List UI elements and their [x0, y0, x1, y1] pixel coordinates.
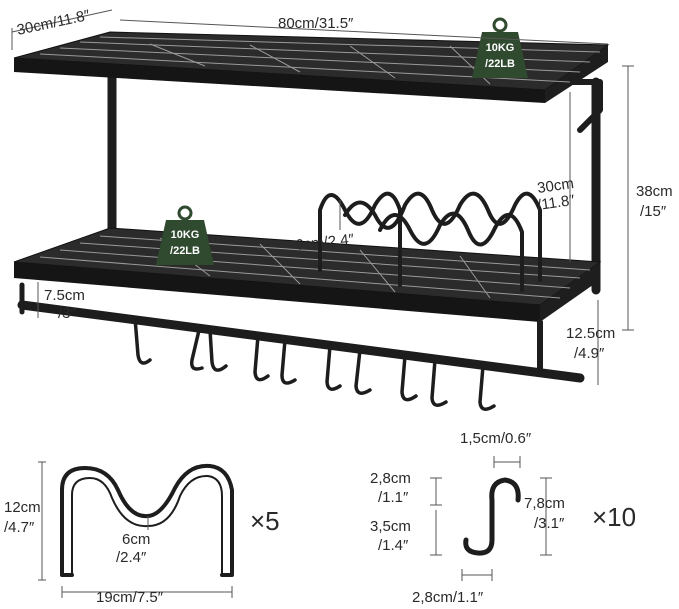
tier-gap-cm: 30cm — [536, 175, 575, 197]
rail-gap-in: /3″ — [58, 305, 77, 322]
rack — [13, 31, 610, 411]
bottom-badge-line2: /22LB — [170, 245, 200, 257]
rack-hooks — [133, 316, 496, 411]
lid-height-in: /4.7″ — [4, 519, 35, 536]
hook-lower-height-cm: 3,5cm — [370, 518, 411, 535]
lid-height-cm: 12cm — [4, 499, 41, 516]
lid-slot-cm: 6cm — [122, 531, 150, 548]
lid-quantity: ×5 — [250, 506, 280, 536]
hook-lower-height-in: /1.4″ — [378, 537, 409, 554]
hook-total-height-cm: 7,8cm — [524, 495, 565, 512]
bottom-badge-line1: 10KG — [171, 229, 200, 241]
depth-label: 30cm/11.8″ — [15, 7, 92, 39]
total-height-in: /15″ — [640, 203, 667, 220]
total-height-cm: 38cm — [636, 183, 673, 200]
top-weight-badge: 10KG /22LB — [472, 17, 528, 78]
plate-slot-label: 6cm/2.4″ — [295, 231, 356, 254]
rail-drop-cm: 12.5cm — [566, 325, 615, 342]
lid-holder: 12cm /4.7″ 6cm /2.4″ 19cm/7.5″ ×5 — [4, 461, 280, 606]
width-label: 80cm/31.5″ — [278, 15, 354, 32]
tier-gap-in: /11.8″ — [536, 192, 576, 214]
hanging-rail — [17, 282, 585, 383]
bottom-weight-badge: 10KG /22LB — [156, 205, 214, 265]
hook-quantity: ×10 — [592, 502, 636, 532]
s-hook: 1,5cm/0.6″ 2,8cm /1.1″ 3,5cm /1.4″ 7,8cm… — [370, 430, 636, 606]
top-badge-line1: 10KG — [486, 42, 515, 54]
plate-rack — [318, 191, 542, 292]
rail-gap-cm: 7.5cm — [44, 287, 85, 304]
rack-dimensions: 30cm/11.8″ 80cm/31.5″ 38cm /15″ 30cm /11… — [11, 7, 673, 385]
hook-top-height-cm: 2,8cm — [370, 470, 411, 487]
hook-total-height-in: /3.1″ — [534, 515, 565, 532]
hook-top-width: 1,5cm/0.6″ — [460, 430, 532, 447]
rail-drop-in: /4.9″ — [574, 345, 605, 362]
top-badge-line2: /22LB — [485, 58, 515, 70]
hook-top-height-in: /1.1″ — [378, 489, 409, 506]
lid-width-label: 19cm/7.5″ — [96, 589, 164, 606]
hook-bottom-width: 2,8cm/1.1″ — [412, 589, 484, 606]
lid-slot-in: /2.4″ — [116, 549, 147, 566]
